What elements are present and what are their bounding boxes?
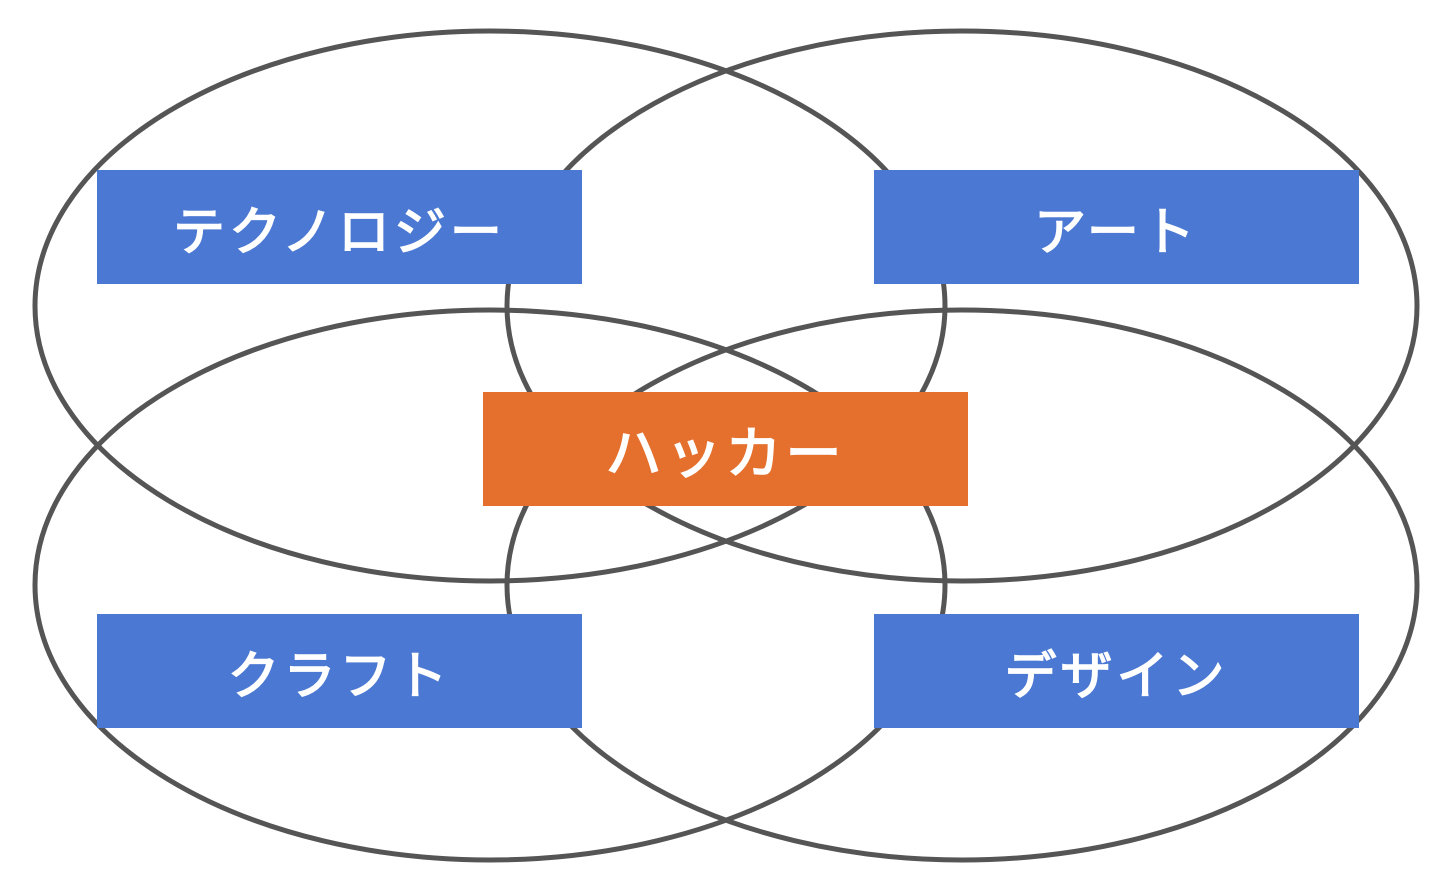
ellipse-art bbox=[504, 28, 1420, 584]
label-hacker-center: ハッカー bbox=[483, 392, 968, 506]
ellipse-craft bbox=[32, 307, 948, 863]
label-craft: クラフト bbox=[97, 614, 582, 728]
ellipse-design bbox=[504, 307, 1420, 863]
label-art: アート bbox=[874, 170, 1359, 284]
label-design: デザイン bbox=[874, 614, 1359, 728]
ellipse-technology bbox=[32, 28, 948, 584]
label-technology: テクノロジー bbox=[97, 170, 582, 284]
